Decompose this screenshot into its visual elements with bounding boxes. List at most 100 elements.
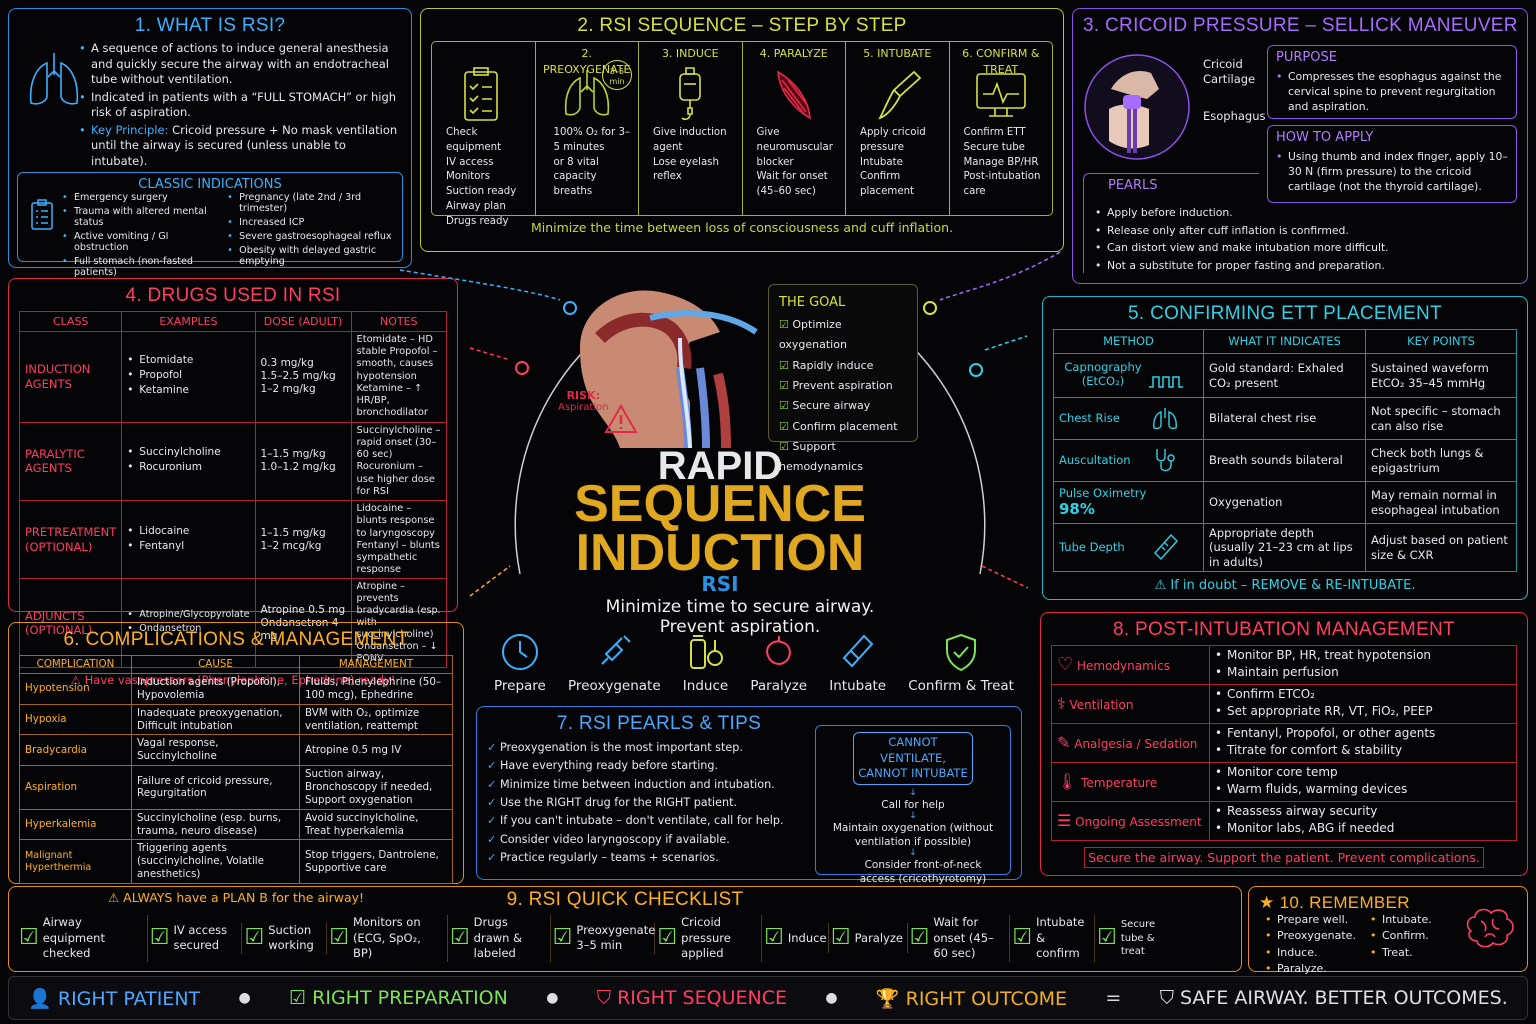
complication-cell: Bradycardia [19, 734, 132, 767]
complication-cell: Hypotension [19, 673, 132, 705]
panel-remember: ★ 10. REMEMBER Prepare well.Preoxygenate… [1248, 886, 1528, 976]
cause-cell: Failure of cricoid pressure, Regurgitati… [131, 765, 300, 810]
main-title-sequence: SEQUENCE [574, 475, 866, 533]
syringe-icon: ✎ [1057, 733, 1071, 752]
dose: 1–1.5 mg/kg [260, 526, 326, 539]
reintubate-warning: ⚠ If in doubt – REMOVE & RE-INTUBATE. [1053, 578, 1517, 593]
panel-title: 4. DRUGS USED IN RSI [125, 285, 341, 306]
complication-cell: Malignant Hyperthermia [19, 839, 132, 885]
indication-cell: Appropriate depth (usually 21–23 cm at l… [1203, 522, 1366, 573]
phase-label: Paralyze [750, 678, 808, 694]
step-header: 6. CONFIRM & TREAT [962, 47, 1040, 76]
step-prepare: Check equipment IV access Monitors Sucti… [432, 42, 536, 227]
checkbox-icon: ☑ [909, 925, 930, 951]
indication-item: Active vomiting / GI obstruction [62, 231, 221, 253]
banner-label: RIGHT PREPARATION [312, 987, 508, 1009]
step-item: Lose eyelash reflex [653, 156, 719, 183]
table-header-row: COMPLICATION CAUSE MANAGEMENT [19, 655, 453, 674]
cause-cell: Vagal response, Succinylcholine [131, 734, 300, 767]
goal-item: Optimize oxygenation [779, 315, 907, 356]
checklist-item: ☑Secure tube & treat [1097, 918, 1171, 959]
step-induce: 3. INDUCE Give induction agent Lose eyel… [639, 42, 743, 215]
laryngoscope-icon [878, 70, 922, 120]
checkbox-icon: ☑ [1012, 925, 1033, 951]
phase-label: Intubate [829, 678, 887, 694]
arrow-down-icon: ↓ [909, 810, 917, 821]
phase-label: Confirm & Treat [908, 678, 1014, 694]
dose: 1–1.5 mg/kg [260, 448, 326, 461]
cause-cell: Induction agents (Propofol), Hypovolemia [131, 673, 300, 705]
drug-example: Etomidate [127, 354, 249, 367]
step-preoxygenate: 2. PREOXYGENATE 3–5 min 100% O₂ for 3–5 … [536, 42, 639, 215]
warning-icon [604, 404, 638, 433]
tip-item: Preoxygenation is the most important ste… [487, 739, 1011, 757]
table-row: ⚕ VentilationConfirm ETCO₂Set appropriat… [1051, 684, 1517, 724]
shield-check-icon [946, 633, 977, 672]
stomach-icon [765, 636, 791, 665]
clock-icon [501, 634, 538, 670]
bottom-banner: 👤 RIGHT PATIENT ● ☑ RIGHT PREPARATION ● … [8, 976, 1528, 1020]
pearls-list: Apply before induction. Release only aft… [1095, 205, 1515, 276]
indication-item: Severe gastroesophageal reflux [227, 231, 396, 242]
indications-left: Emergency surgery Trauma with altered me… [62, 192, 221, 281]
waveform-icon [1149, 376, 1183, 389]
remember-item: Induce. [1265, 946, 1356, 961]
step-item: Confirm placement [860, 171, 915, 198]
drug-example: Ketamine [127, 384, 249, 397]
step-items: Give neuromuscular blocker Wait for onse… [747, 126, 842, 200]
banner-label: RIGHT PATIENT [57, 987, 201, 1010]
lungs-icon [564, 70, 609, 116]
trophy-icon: 🏆 [875, 987, 906, 1010]
panel-title: 1. WHAT IS RSI? [134, 15, 286, 36]
plan-b-warning: ⚠ ALWAYS have a PLAN B for the airway! [19, 890, 453, 905]
remember-item: Preoxygenate. [1265, 929, 1356, 944]
checkbox-icon: ☑ [1097, 925, 1117, 951]
head-airway-illustration [580, 290, 758, 448]
classic-indications-box: CLASSIC INDICATIONS Emergency surgery Tr… [17, 172, 403, 278]
detail-item: Set appropriate RR, VT, FiO₂, PEEP [1215, 704, 1511, 719]
column-header: CLASS [18, 311, 123, 332]
drug-class: INDUCTION AGENTS [18, 331, 123, 423]
column-header: MANAGEMENT [299, 655, 453, 674]
checklist-item: ☑Preoxygenate 3–5 min [552, 922, 656, 954]
panel-title-text: 10. REMEMBER [1279, 893, 1410, 912]
detail-cell: Reassess airway securityMonitor labs, AB… [1209, 801, 1517, 841]
method-label: Pulse Oximetry [1059, 485, 1147, 500]
management-cell: Fluids, Phenylephrine (50–100 mcg), Ephe… [299, 673, 453, 705]
table-row: PRETREATMENT (OPTIONAL) LidocaineFentany… [18, 500, 448, 580]
banner-label: SAFE AIRWAY. BETTER OUTCOMES. [1180, 987, 1508, 1009]
step-header [436, 46, 531, 64]
dose: 1.0–1.2 mg/kg [260, 461, 336, 474]
checklist-label: Suction working [268, 922, 314, 953]
remember-right: Intubate.Confirm.Treat. [1370, 913, 1432, 978]
banner-item: 🏆 RIGHT OUTCOME [876, 987, 1067, 1010]
step-items: Check equipment IV access Monitors Sucti… [436, 126, 531, 229]
checklist-label: Induce [787, 930, 827, 945]
checklist-item: ☑Monitors on (ECG, SpO₂, BP) [329, 915, 448, 962]
intro-definition: A sequence of actions to induce general … [79, 41, 401, 88]
drug-class: PRETREATMENT (OPTIONAL) [18, 500, 123, 580]
drugs-table: CLASS EXAMPLES DOSE (ADULT) NOTES INDUCT… [18, 311, 448, 669]
step-item: Apply cricoid pressure [860, 127, 926, 153]
category-label: Analgesia / Sedation [1074, 737, 1198, 751]
drug-example: Ondansetron [127, 623, 249, 635]
step-item: IV access [446, 156, 494, 168]
step-item: or 8 vital capacity breaths [553, 156, 599, 198]
checklist-icon: ☑ [289, 987, 313, 1009]
step-item: Check equipment [446, 127, 502, 153]
brain-icon [1466, 908, 1514, 948]
risk-label: RISK:Aspiration [558, 389, 609, 413]
separator-dot: ● [825, 990, 838, 1006]
step-item: Post-intubation care [963, 171, 1041, 198]
warning-icon: ⚠ [1154, 578, 1171, 594]
goal-title: THE GOAL [779, 295, 846, 310]
panel-cricoid-pressure: 3. CRICOID PRESSURE – SELLICK MANEUVER C… [1072, 8, 1528, 284]
banner-label: RIGHT OUTCOME [905, 987, 1068, 1010]
checkbox-icon: ☑ [552, 925, 573, 951]
